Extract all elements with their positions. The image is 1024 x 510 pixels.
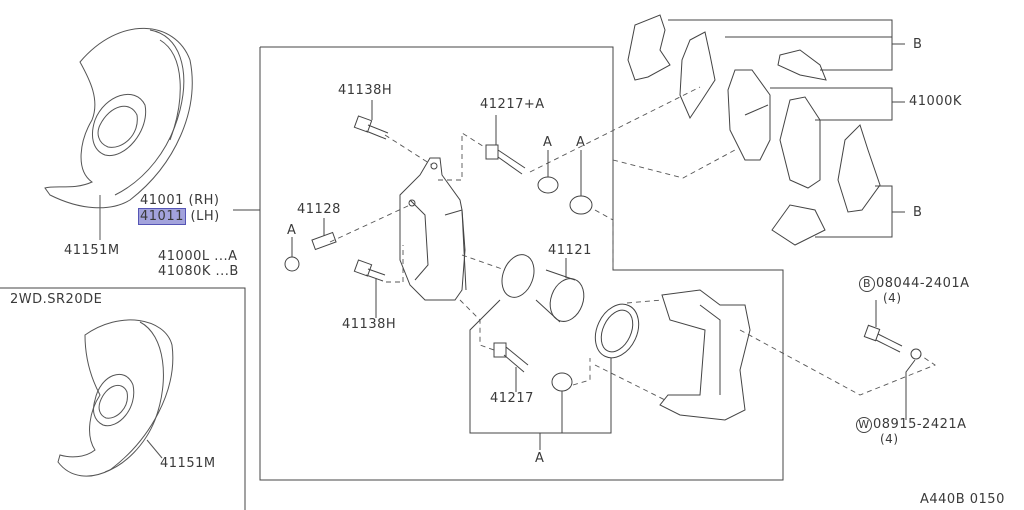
ref-a-group: A — [535, 451, 545, 466]
washer-part[interactable]: 08915-2421A — [873, 417, 967, 432]
caliper-rh-number[interactable]: 41001 — [140, 193, 184, 208]
caliper-lh-side: (LH) — [190, 209, 220, 224]
caliper-bracket — [659, 289, 751, 421]
diagram-code: A440B 0150 — [920, 492, 1005, 507]
brake-pad-outer — [727, 69, 771, 161]
variant-label: 2WD.SR20DE — [10, 292, 103, 307]
pad-clip-1 — [777, 49, 827, 81]
callout-caliper-lh[interactable]: 41011 (LH) — [138, 208, 220, 225]
b-circle-icon: B — [859, 276, 875, 292]
caliper-body — [399, 157, 467, 301]
brake-pad-inner — [779, 96, 821, 189]
pin-boot-2 — [569, 150, 593, 215]
ref-b-bottom: B — [913, 205, 923, 220]
guide-pin — [493, 342, 529, 392]
pad-shim-inner — [837, 124, 881, 213]
splash-shield-bottom — [57, 319, 174, 477]
callout-pin-kit[interactable]: 41217+A — [480, 97, 545, 112]
lock-washer — [910, 348, 922, 360]
bracket-bolt-qty: (4) — [883, 291, 902, 305]
variant-box-frame — [0, 287, 246, 510]
pad-shim-outer-1 — [627, 14, 671, 81]
callout-bolt-top[interactable]: 41138H — [338, 83, 393, 98]
bracket-bolt — [863, 300, 903, 353]
bleeder-screw — [284, 218, 337, 272]
guide-pin-kit — [485, 115, 526, 175]
w-circle-icon: W — [856, 417, 872, 433]
pad-clip-2 — [771, 204, 826, 246]
callout-bolt-bottom[interactable]: 41138H — [342, 317, 397, 332]
callout-kit-a[interactable]: 41000L ...A — [158, 249, 238, 264]
callout-pin[interactable]: 41217 — [490, 391, 534, 406]
callout-shield-bottom[interactable]: 41151M — [160, 456, 216, 471]
caliper-lh-number-highlighted[interactable]: 41011 — [138, 208, 186, 225]
splash-shield-top — [44, 27, 193, 240]
pad-shim-outer-2 — [679, 31, 716, 120]
piston — [535, 258, 585, 323]
ref-a-boot1: A — [543, 135, 553, 150]
piston-boot — [594, 303, 640, 359]
caliper-group-frame — [259, 46, 784, 481]
callout-bleeder[interactable]: 41128 — [297, 202, 341, 217]
caliper-rh-side: (RH) — [188, 193, 220, 208]
bracket-bolt-part[interactable]: 08044-2401A — [876, 276, 970, 291]
pin-boot-3 — [551, 372, 573, 430]
ref-a-boot2: A — [576, 135, 586, 150]
ref-a-bleeder: A — [287, 223, 297, 238]
bolt-41138h-top — [353, 100, 389, 140]
callout-kit-b[interactable]: 41080K ...B — [158, 264, 239, 279]
pin-boot-1 — [537, 150, 559, 194]
callout-caliper-rh[interactable]: 41001 (RH) — [140, 194, 219, 208]
callout-shield-top[interactable]: 41151M — [64, 243, 120, 258]
bolt-41138h-bottom — [353, 259, 386, 318]
washer-qty: (4) — [880, 432, 899, 446]
ref-b-top: B — [913, 37, 923, 52]
callout-piston[interactable]: 41121 — [548, 243, 592, 258]
callout-pads[interactable]: 41000K — [909, 94, 962, 109]
piston-seal — [501, 254, 535, 298]
